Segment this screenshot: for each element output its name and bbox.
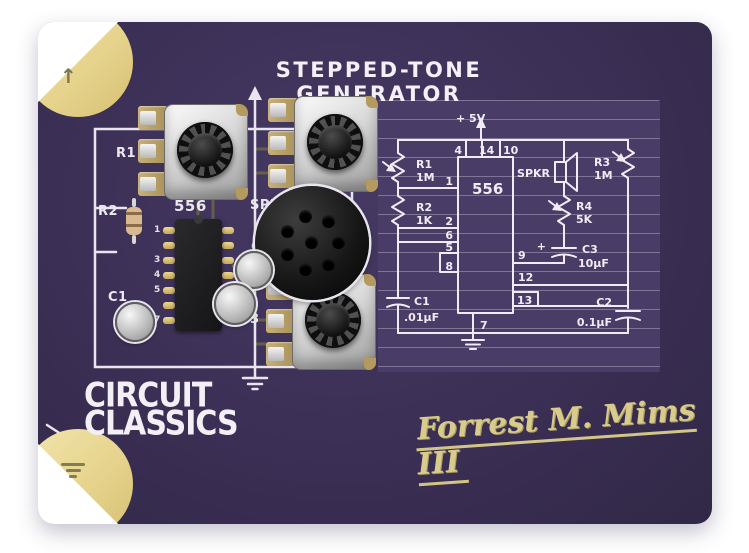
ic-pinnum-3: 3 bbox=[154, 255, 161, 265]
speaker-hole bbox=[299, 263, 312, 276]
schem-r4-name: R4 bbox=[576, 200, 592, 213]
schem-pin-7: 7 bbox=[480, 319, 488, 332]
ic-pinnum-7: 7 bbox=[154, 315, 161, 325]
board-title: STEPPED-TONE GENERATOR bbox=[275, 58, 483, 106]
hand-drawn-schematic: + 5V 556 4 14 10 R1 1M 1 R2 1K 2 6 5 8 C… bbox=[382, 112, 641, 350]
label-ic-556: 556 bbox=[174, 197, 207, 215]
pot-terminal bbox=[138, 139, 168, 163]
ic-pin bbox=[222, 227, 234, 234]
schematic-panel: + 5V 556 4 14 10 R1 1M 1 R2 1K 2 6 5 8 C… bbox=[378, 100, 660, 372]
up-arrow-icon: ↑ bbox=[60, 64, 77, 88]
schem-ic-label: 556 bbox=[472, 180, 503, 198]
schematic-wires bbox=[382, 126, 641, 350]
pot-terminal bbox=[268, 164, 298, 188]
pot-terminal bbox=[138, 172, 168, 196]
ic-pinnum-1: 1 bbox=[154, 225, 161, 235]
ic-556-chip bbox=[163, 215, 234, 331]
speaker-hole bbox=[322, 258, 335, 271]
speaker bbox=[255, 186, 369, 300]
schem-r3-name: R3 bbox=[594, 156, 610, 169]
schem-r1-value: 1M bbox=[416, 171, 435, 184]
label-r1: R1 bbox=[116, 146, 137, 161]
ic-notch bbox=[194, 215, 203, 224]
speaker-hole bbox=[299, 210, 312, 223]
brand-line2: CLASSICS bbox=[84, 403, 239, 444]
ground-lines-icon bbox=[58, 460, 88, 481]
schem-pin-9: 9 bbox=[518, 249, 526, 262]
capacitor-c3 bbox=[214, 283, 256, 325]
schem-r1-name: R1 bbox=[416, 158, 432, 171]
schem-pin-4: 4 bbox=[454, 144, 462, 157]
speaker-hole bbox=[332, 236, 345, 249]
capacitor-c2 bbox=[235, 251, 273, 289]
schem-c1-value: .01μF bbox=[404, 311, 439, 324]
schem-c3-value: 10μF bbox=[578, 257, 609, 270]
pot-knob-r4 bbox=[305, 292, 361, 348]
pot-terminal bbox=[266, 342, 296, 366]
schem-pin-8: 8 bbox=[445, 260, 453, 273]
speaker-hole bbox=[322, 215, 335, 228]
speaker-hole bbox=[305, 236, 318, 249]
pot-terminal bbox=[138, 106, 168, 130]
schem-pin-14: 14 bbox=[479, 144, 495, 157]
schem-supply-label: + 5V bbox=[456, 112, 486, 125]
schem-c1-name: C1 bbox=[414, 295, 430, 308]
schem-pin-13: 13 bbox=[517, 294, 532, 307]
label-r2: R2 bbox=[98, 204, 119, 219]
schem-c3-polarity: + bbox=[537, 240, 546, 253]
label-c1: C1 bbox=[108, 290, 128, 305]
ic-pin bbox=[163, 287, 175, 294]
potentiometer-r3 bbox=[268, 94, 378, 194]
resistor-lead bbox=[132, 198, 136, 207]
schem-spkr-label: SPKR bbox=[517, 167, 551, 180]
ic-pinnum-4: 4 bbox=[154, 270, 161, 280]
ic-pinnum-5: 5 bbox=[154, 285, 161, 295]
ic-pin bbox=[163, 302, 175, 309]
ic-body bbox=[175, 219, 222, 331]
schem-pin-2: 2 bbox=[445, 215, 453, 228]
potentiometer-r1 bbox=[138, 102, 248, 202]
ic-pin bbox=[163, 317, 175, 324]
pot-knob-r3 bbox=[307, 114, 363, 170]
schem-pin-6: 6 bbox=[445, 229, 453, 242]
speaker-hole bbox=[281, 248, 294, 261]
ic-pin bbox=[163, 227, 175, 234]
schem-r2-name: R2 bbox=[416, 201, 432, 214]
schem-c3-name: C3 bbox=[582, 243, 598, 256]
schem-pin-1: 1 bbox=[445, 175, 453, 188]
schematic-arrowheads bbox=[386, 117, 626, 211]
pot-knob-r1 bbox=[177, 122, 233, 178]
schem-pin-10: 10 bbox=[503, 144, 519, 157]
pot-terminal bbox=[268, 131, 298, 155]
resistor-body bbox=[126, 207, 142, 235]
ic-pin bbox=[222, 257, 234, 264]
speaker-hole bbox=[281, 225, 294, 238]
ic-pin bbox=[163, 257, 175, 264]
brand-logo: CIRCUIT CLASSICS bbox=[84, 376, 239, 444]
capacitor-c1 bbox=[115, 302, 155, 342]
schem-c2-name: C2 bbox=[596, 296, 612, 309]
schem-c2-value: 0.1μF bbox=[577, 316, 612, 329]
silkscreen-ground-symbol bbox=[241, 365, 269, 391]
pot-terminal bbox=[266, 309, 296, 333]
ic-pin bbox=[163, 242, 175, 249]
pot-terminal bbox=[268, 98, 298, 122]
schem-r4-value: 5K bbox=[576, 213, 593, 226]
schem-pin-12: 12 bbox=[518, 271, 533, 284]
schem-r3-value: 1M bbox=[594, 169, 613, 182]
resistor-lead bbox=[132, 235, 136, 244]
schem-pin-5: 5 bbox=[445, 241, 453, 254]
ic-pin bbox=[222, 242, 234, 249]
brand-line1: CIRCUIT bbox=[84, 376, 212, 416]
silkscreen-up-arrow bbox=[248, 86, 262, 131]
schem-r2-value: 1K bbox=[416, 214, 433, 227]
ic-pin bbox=[222, 272, 234, 279]
ic-pin bbox=[163, 272, 175, 279]
resistor-r2 bbox=[126, 198, 142, 244]
circuit-board: ↑ STEPPED-TONE GENERATOR CIRCUIT CLASSIC… bbox=[38, 22, 712, 524]
